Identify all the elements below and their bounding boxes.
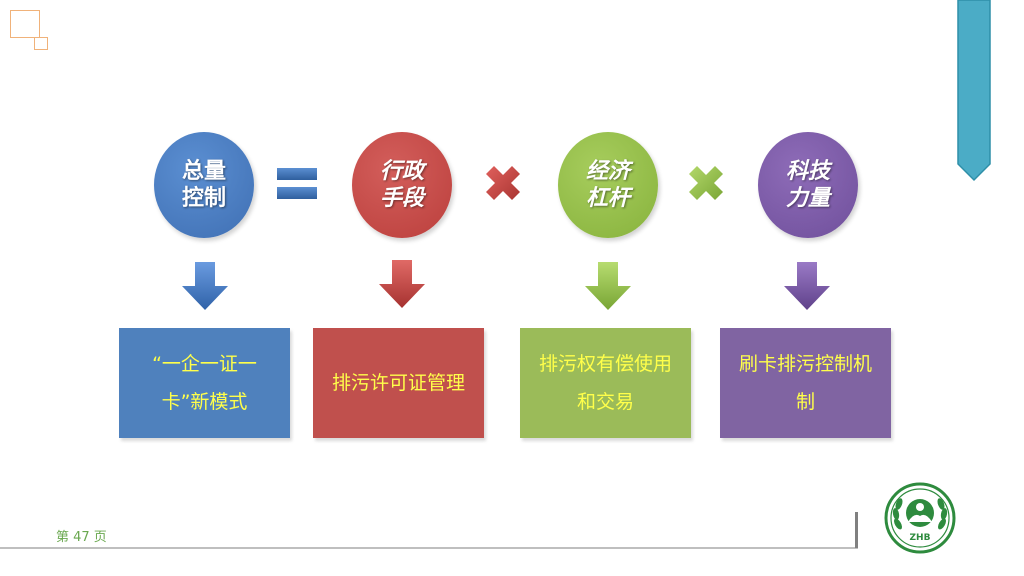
corner-decoration-square: [10, 10, 40, 38]
box-card-swipe-control: 刷卡排污控制机制: [720, 328, 891, 438]
circle-label-line1: 科技: [785, 159, 830, 184]
bookmark-tab-decoration: [957, 0, 991, 182]
arrow-down-icon: [379, 260, 425, 308]
box-text: 排污许可证管理: [331, 372, 465, 394]
circle-label-line1: 行政: [379, 159, 424, 184]
box-text: 排污权有偿使用和交易: [538, 353, 672, 413]
corner-decoration-small-square: [34, 37, 48, 50]
equals-icon: [277, 168, 317, 199]
box-text: “一企一证一卡”新模式: [152, 353, 257, 413]
page-number: 第 47 页: [56, 530, 107, 545]
box-emission-rights-trading: 排污权有偿使用和交易: [520, 328, 691, 438]
footer-divider: [0, 547, 858, 549]
multiply-icon: [486, 166, 520, 200]
zhb-logo-icon: ZHB: [884, 482, 956, 554]
circle-economic-leverage: 经济 杠杆: [558, 132, 658, 238]
circle-total-control: 总量 控制: [154, 132, 254, 238]
footer-vertical-divider: [855, 512, 858, 548]
circle-label-line2: 力量: [785, 186, 830, 211]
circle-label-line1: 经济: [585, 159, 630, 184]
circle-label-line2: 杠杆: [585, 186, 630, 211]
circle-label-line1: 总量: [181, 159, 226, 184]
circle-administrative-means: 行政 手段: [352, 132, 452, 238]
circle-label-line2: 控制: [181, 186, 226, 211]
circle-label-line2: 手段: [379, 186, 424, 211]
arrow-down-icon: [585, 262, 631, 310]
box-discharge-permit-management: 排污许可证管理: [313, 328, 484, 438]
arrow-down-icon: [182, 262, 228, 310]
circle-technology-power: 科技 力量: [758, 132, 858, 238]
logo-text: ZHB: [910, 533, 931, 543]
arrow-down-icon: [784, 262, 830, 310]
box-one-enterprise-one-permit: “一企一证一卡”新模式: [119, 328, 290, 438]
multiply-icon: [689, 166, 723, 200]
box-text: 刷卡排污控制机制: [738, 353, 872, 413]
